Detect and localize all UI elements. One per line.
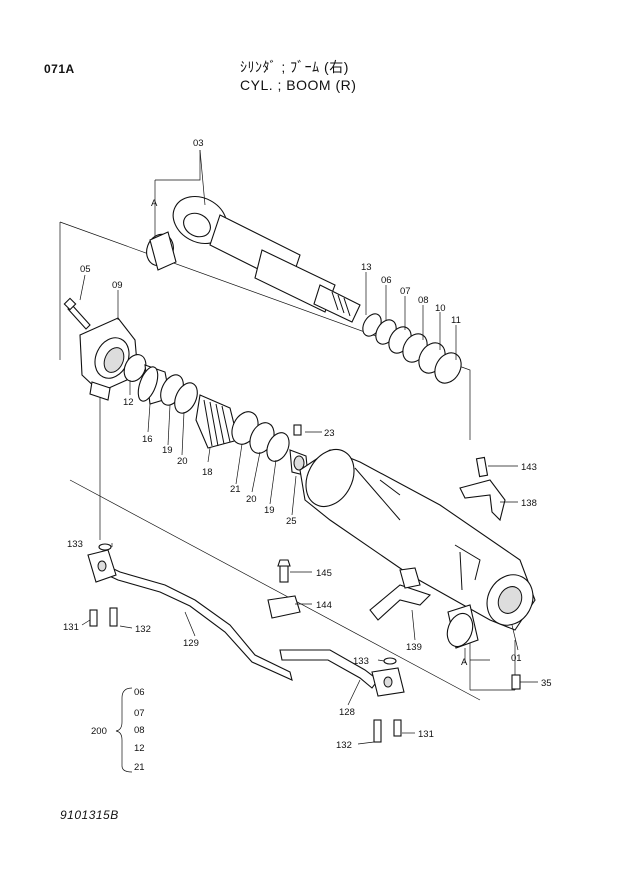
callout-16: 16 (142, 434, 153, 445)
kit-item: 21 (134, 762, 145, 773)
bolt-132a[interactable] (109, 607, 118, 627)
cylinder-tube-01[interactable] (296, 441, 541, 633)
page-code: 071A (44, 62, 75, 76)
kit-number: 200 (91, 726, 107, 737)
callout-06: 06 (381, 275, 392, 286)
leader-lines (79, 149, 538, 745)
piston-18[interactable] (195, 394, 239, 449)
callout-19b: 19 (264, 505, 275, 516)
kit-bracket (115, 687, 133, 773)
callout-144: 144 (316, 600, 332, 611)
clamp-139[interactable] (369, 567, 432, 621)
kit-item: 06 (134, 687, 145, 698)
callout-11: 11 (451, 315, 461, 326)
callout-19a: 19 (162, 445, 173, 456)
callout-01: 01 (511, 653, 522, 664)
title-japanese: ｼﾘﾝﾀﾞ ; ﾌﾞｰﾑ (右) (240, 59, 349, 75)
callout-09: 09 (112, 280, 123, 291)
callout-labels: 03 A A 05 09 13 06 07 08 10 11 12 16 19 … (63, 138, 552, 751)
callout-145: 145 (316, 568, 332, 579)
callout-A-bottom: A (461, 657, 468, 668)
callout-35: 35 (541, 678, 552, 689)
bolt-131a[interactable] (89, 609, 98, 627)
callout-139: 139 (406, 642, 422, 653)
callout-132b: 132 (336, 740, 352, 751)
setscrew-23[interactable] (293, 424, 302, 436)
bolt-143[interactable] (475, 456, 489, 478)
bolt-132b[interactable] (373, 719, 382, 743)
callout-129: 129 (183, 638, 199, 649)
callout-133a: 133 (67, 539, 83, 550)
callout-138: 138 (521, 498, 537, 509)
bolt-05[interactable] (63, 297, 91, 330)
piston-rod-03[interactable] (165, 187, 361, 323)
rod-cover-09[interactable] (79, 317, 139, 401)
bolt-145[interactable] (277, 559, 291, 583)
callout-128: 128 (339, 707, 355, 718)
callout-10: 10 (435, 303, 446, 314)
callout-21: 21 (230, 484, 241, 495)
callout-23: 23 (324, 428, 335, 439)
drawing-number: 9101315B (60, 808, 119, 822)
callout-131a: 131 (63, 622, 79, 633)
clamp-144[interactable] (267, 595, 301, 619)
oring-133b[interactable] (383, 657, 397, 665)
callout-132a: 132 (135, 624, 151, 635)
reference-frame (59, 150, 516, 701)
oring-12[interactable] (120, 351, 150, 385)
title-english: CYL. ; BOOM (R) (240, 77, 357, 93)
grease-nipple-35[interactable] (511, 674, 521, 690)
bushing-top[interactable] (142, 231, 177, 271)
callout-05: 05 (80, 264, 91, 275)
callout-143: 143 (521, 462, 537, 473)
callout-07: 07 (400, 286, 411, 297)
oring-133a[interactable] (98, 543, 112, 551)
ring-19b[interactable] (263, 429, 294, 465)
bushing-bottom[interactable] (443, 604, 479, 650)
kit-list: 200 06 07 08 12 21 (91, 687, 145, 773)
callout-03: 03 (193, 138, 204, 149)
ring-20a[interactable] (170, 379, 202, 416)
bolt-131b[interactable] (393, 719, 402, 737)
callout-25: 25 (286, 516, 297, 527)
callout-08: 08 (418, 295, 429, 306)
callout-133b: 133 (353, 656, 369, 667)
callout-20a: 20 (177, 456, 188, 467)
callout-18: 18 (202, 467, 213, 478)
callout-20b: 20 (246, 494, 257, 505)
rod-seal-set[interactable] (359, 311, 466, 388)
callout-131b: 131 (418, 729, 434, 740)
clamp-138[interactable] (459, 479, 506, 522)
kit-item: 07 (134, 708, 145, 719)
pipe-129[interactable] (87, 549, 293, 681)
kit-item: 12 (134, 743, 145, 754)
callout-A-top: A (151, 198, 158, 209)
callout-13: 13 (361, 262, 372, 273)
kit-item: 08 (134, 725, 145, 736)
pipe-128[interactable] (279, 649, 405, 697)
callout-12: 12 (123, 397, 134, 408)
